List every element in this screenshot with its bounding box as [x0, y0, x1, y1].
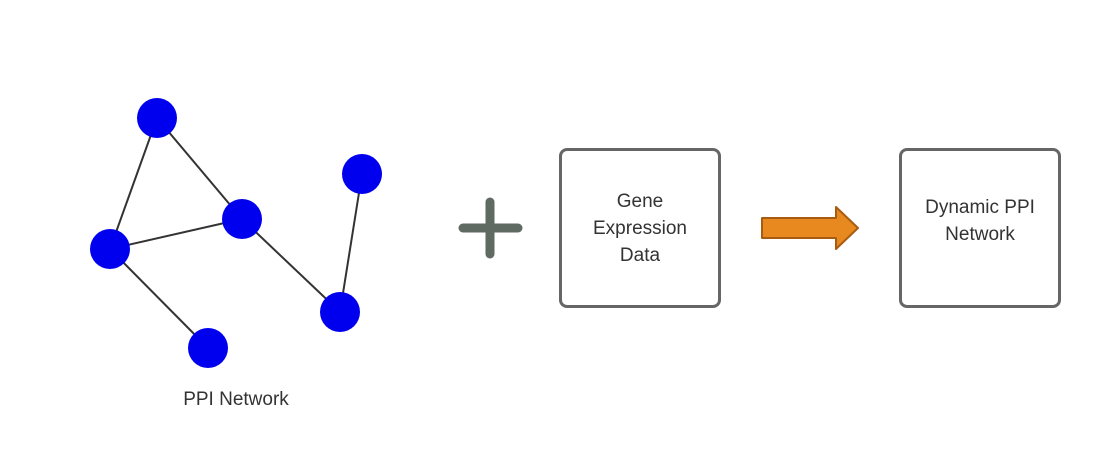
- network-edge: [339, 173, 363, 313]
- network-edge: [109, 248, 209, 349]
- network-edges: [109, 117, 363, 349]
- network-node: [90, 229, 130, 269]
- network-node: [188, 328, 228, 368]
- network-node: [342, 154, 382, 194]
- network-node: [320, 292, 360, 332]
- network-edge: [109, 218, 243, 250]
- gene-expression-box: Gene Expression Data: [559, 148, 721, 308]
- right-arrow-icon: [761, 206, 859, 250]
- network-edge: [156, 117, 243, 220]
- dynamic-ppi-network-box: Dynamic PPI Network: [899, 148, 1061, 308]
- gene-expression-label: Gene Expression Data: [593, 190, 687, 266]
- network-node: [137, 98, 177, 138]
- ppi-network-label: PPI Network: [183, 389, 289, 410]
- plus-icon: [458, 197, 523, 259]
- dynamic-ppi-network-label: Dynamic PPI Network: [925, 197, 1035, 245]
- network-edge: [241, 218, 341, 313]
- network-nodes: [90, 98, 382, 368]
- network-node: [222, 199, 262, 239]
- network-edge: [109, 117, 158, 250]
